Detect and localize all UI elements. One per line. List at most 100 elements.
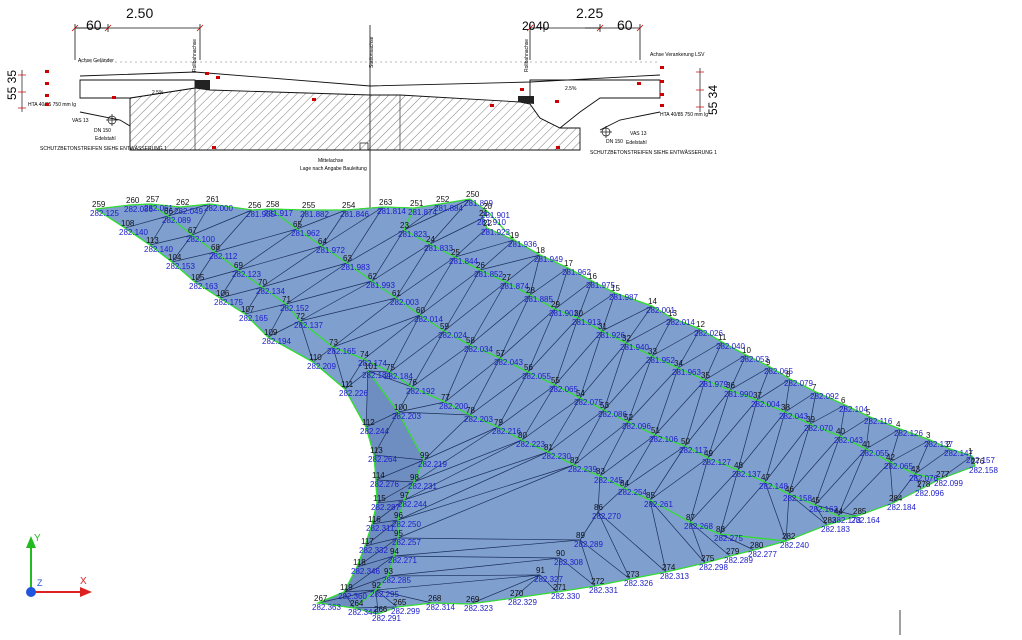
mesh-edge[interactable] — [332, 314, 421, 348]
mesh-edge[interactable] — [267, 303, 287, 338]
mesh-edge[interactable] — [554, 330, 603, 386]
mesh-edge[interactable] — [371, 229, 405, 282]
mesh-edge[interactable] — [469, 357, 501, 416]
mesh-edge[interactable] — [577, 292, 616, 319]
mesh-edge[interactable] — [719, 481, 766, 535]
mesh-edge[interactable] — [729, 354, 747, 391]
mesh-edge[interactable] — [124, 215, 169, 229]
mesh-edge[interactable] — [654, 379, 706, 436]
mesh-edge[interactable] — [554, 267, 569, 310]
mesh-edge[interactable] — [839, 416, 871, 437]
mesh-edge[interactable] — [395, 256, 456, 299]
mesh-edge[interactable] — [444, 357, 501, 403]
mesh-edge[interactable] — [171, 234, 193, 263]
mesh-edge[interactable] — [914, 473, 922, 490]
mesh-edge[interactable] — [788, 435, 841, 495]
mesh-edge[interactable] — [603, 355, 653, 411]
mesh-edge[interactable] — [649, 457, 709, 501]
mesh-edge[interactable] — [579, 330, 603, 399]
mesh-edge[interactable] — [149, 215, 169, 246]
mesh-edge[interactable] — [375, 589, 398, 608]
mesh-edge[interactable] — [387, 574, 541, 577]
mesh-edge[interactable] — [423, 414, 471, 461]
mesh-edge[interactable] — [364, 519, 399, 547]
mesh-edge[interactable] — [554, 317, 579, 386]
mesh-edge[interactable] — [839, 404, 846, 437]
mesh-edge[interactable] — [343, 555, 395, 593]
mesh-edge[interactable] — [889, 461, 894, 504]
mesh-edge[interactable] — [373, 454, 425, 461]
mesh-edge[interactable] — [479, 254, 541, 271]
mesh-edge[interactable] — [367, 370, 391, 373]
mesh-edge[interactable] — [707, 399, 758, 459]
mesh-edge[interactable] — [784, 378, 791, 413]
mesh-edge[interactable] — [444, 344, 471, 403]
mesh-edge[interactable] — [649, 499, 667, 573]
mesh-edge[interactable] — [597, 475, 601, 513]
mesh-edge[interactable] — [601, 292, 616, 332]
mesh-edge[interactable] — [299, 297, 397, 322]
mesh-edge[interactable] — [353, 606, 398, 609]
mesh-edge[interactable] — [627, 367, 679, 423]
mesh-edge[interactable] — [376, 499, 405, 504]
mesh-edge[interactable] — [651, 328, 701, 357]
mesh-edge[interactable] — [707, 389, 731, 459]
mesh-edge[interactable] — [413, 439, 523, 483]
mesh-edge[interactable] — [364, 537, 399, 547]
mesh-edge[interactable] — [479, 239, 515, 271]
mesh-edge[interactable] — [865, 428, 901, 450]
mesh-edge[interactable] — [397, 386, 413, 413]
mesh-edge[interactable] — [214, 209, 253, 253]
mesh-edge[interactable] — [521, 397, 581, 441]
mesh-edge[interactable] — [344, 358, 365, 390]
mesh-edge[interactable] — [579, 342, 627, 399]
mesh-edge[interactable] — [529, 254, 541, 296]
mesh-edge[interactable] — [914, 439, 931, 475]
mesh-edge[interactable] — [579, 539, 596, 587]
mesh-edge[interactable] — [403, 198, 471, 231]
mesh-edge[interactable] — [411, 344, 471, 388]
mesh-edge[interactable] — [343, 589, 377, 593]
mesh-edge[interactable] — [332, 346, 346, 390]
